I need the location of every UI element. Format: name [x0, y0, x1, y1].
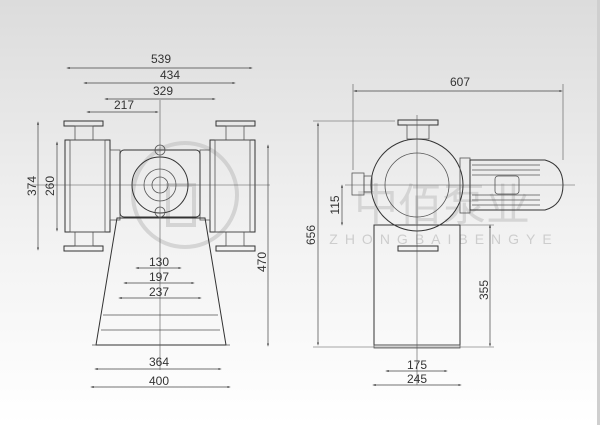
dim-400: 400 [149, 374, 169, 388]
dim-245: 245 [407, 372, 427, 386]
dim-607: 607 [450, 75, 470, 89]
dim-260: 260 [43, 176, 57, 196]
dim-130: 130 [149, 255, 169, 269]
dim-364: 364 [149, 355, 169, 369]
side-view: 607 656 115 355 175 245 [304, 75, 575, 387]
dim-175: 175 [407, 358, 427, 372]
front-view: 539 434 329 217 374 260 130 197 237 364 … [25, 52, 270, 389]
right-edge-strip [597, 0, 600, 425]
dim-355: 355 [477, 280, 491, 300]
dim-539: 539 [151, 52, 171, 66]
dim-115: 115 [328, 195, 342, 214]
dim-197: 197 [149, 270, 169, 284]
dim-217: 217 [114, 98, 134, 112]
dim-434: 434 [160, 68, 180, 82]
dim-374: 374 [25, 176, 39, 196]
dim-237: 237 [149, 285, 169, 299]
dim-470: 470 [255, 252, 269, 272]
dim-329: 329 [153, 84, 173, 98]
dim-656: 656 [304, 225, 318, 245]
watermark-en: ZHONGBAIBENGYE [329, 231, 558, 247]
